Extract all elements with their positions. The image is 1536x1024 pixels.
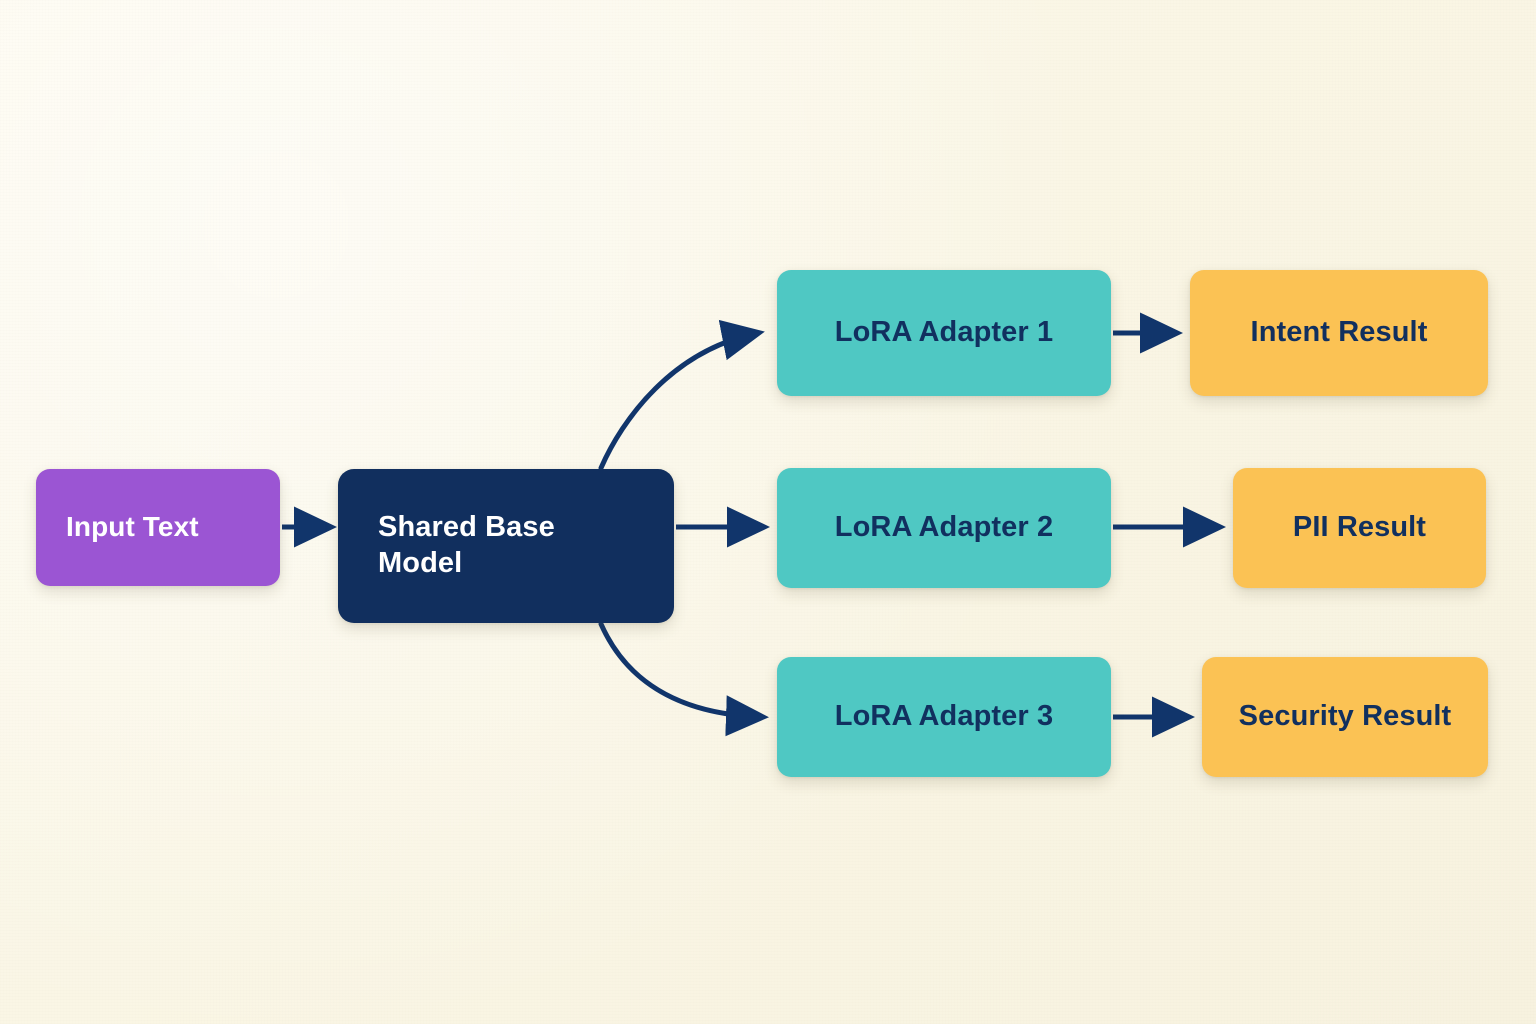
edge-base-to-adapter-3 (598, 621, 769, 737)
edge-base-to-adapter-1 (598, 319, 765, 471)
node-security-result[interactable]: Security Result (1202, 657, 1488, 777)
node-input-text[interactable]: Input Text (36, 469, 280, 586)
node-lora-adapter-2-label: LoRA Adapter 2 (834, 511, 1054, 544)
node-lora-adapter-3-label: LoRA Adapter 3 (834, 700, 1054, 733)
node-lora-adapter-1-label: LoRA Adapter 1 (834, 316, 1054, 349)
node-pii-result[interactable]: PII Result (1233, 468, 1486, 588)
node-lora-adapter-3[interactable]: LoRA Adapter 3 (777, 657, 1111, 777)
node-security-result-label: Security Result (1238, 700, 1452, 733)
node-shared-base-model[interactable]: Shared Base Model (338, 469, 674, 623)
node-pii-result-label: PII Result (1292, 511, 1427, 544)
node-input-text-label: Input Text (66, 511, 199, 543)
node-shared-base-model-label: Shared Base Model (378, 511, 555, 579)
node-lora-adapter-2[interactable]: LoRA Adapter 2 (777, 468, 1111, 588)
node-intent-result-label: Intent Result (1250, 316, 1428, 349)
node-lora-adapter-1[interactable]: LoRA Adapter 1 (777, 270, 1111, 396)
node-intent-result[interactable]: Intent Result (1190, 270, 1488, 396)
